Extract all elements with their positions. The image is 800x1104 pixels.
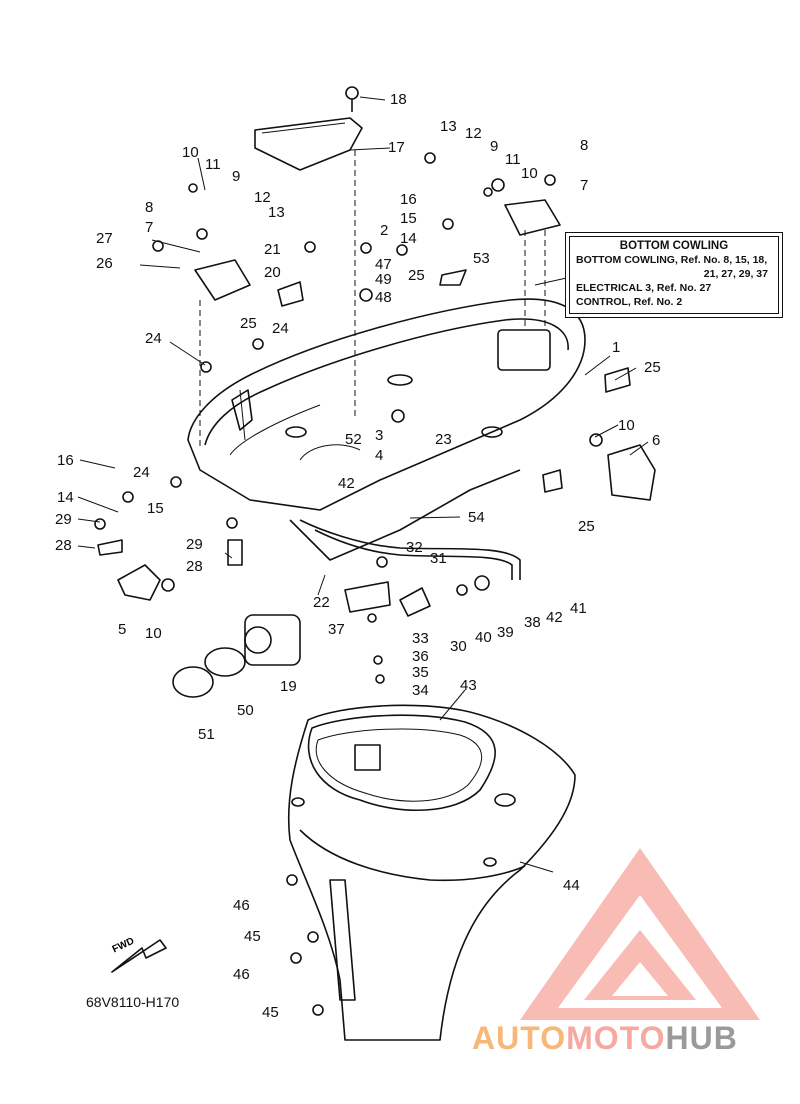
callout-35: 35: [412, 664, 429, 681]
callout-22: 22: [313, 594, 330, 611]
callout-20: 20: [264, 264, 281, 281]
callout-46: 46: [233, 966, 250, 983]
callout-47: 47: [375, 256, 392, 273]
callout-45: 45: [244, 928, 261, 945]
callout-9: 9: [232, 168, 240, 185]
callout-18: 18: [390, 91, 407, 108]
callout-12: 12: [254, 189, 271, 206]
callout-44: 44: [563, 877, 580, 894]
callout-34: 34: [412, 682, 429, 699]
callout-28: 28: [186, 558, 203, 575]
callout-29: 29: [186, 536, 203, 553]
callout-42: 42: [338, 475, 355, 492]
callout-12: 12: [465, 125, 482, 142]
callout-53: 53: [473, 250, 490, 267]
callout-15: 15: [147, 500, 164, 517]
callout-39: 39: [497, 624, 514, 641]
callout-25: 25: [578, 518, 595, 535]
callout-36: 36: [412, 648, 429, 665]
callout-16: 16: [57, 452, 74, 469]
callout-9: 9: [490, 138, 498, 155]
callout-42: 42: [546, 609, 563, 626]
callout-45: 45: [262, 1004, 279, 1021]
legend-line-4: CONTROL, Ref. No. 2: [576, 296, 683, 308]
callout-19: 19: [280, 678, 297, 695]
callout-33: 33: [412, 630, 429, 647]
watermark-part-1: AUTO: [472, 1020, 567, 1056]
callout-15: 15: [400, 210, 417, 227]
callout-16: 16: [400, 191, 417, 208]
callout-37: 37: [328, 621, 345, 638]
callout-14: 14: [400, 230, 417, 247]
callout-10: 10: [182, 144, 199, 161]
callout-43: 43: [460, 677, 477, 694]
callout-30: 30: [450, 638, 467, 655]
callout-13: 13: [440, 118, 457, 135]
callout-52: 52: [345, 431, 362, 448]
callout-8: 8: [145, 199, 153, 216]
callout-1: 1: [612, 339, 620, 356]
callout-17: 17: [388, 139, 405, 156]
callout-48: 48: [375, 289, 392, 306]
legend-title: BOTTOM COWLING: [619, 240, 729, 252]
callout-54: 54: [468, 509, 485, 526]
callout-7: 7: [580, 177, 588, 194]
legend-box: BOTTOM COWLING BOTTOM COWLING, Ref. No. …: [565, 232, 783, 318]
callout-24: 24: [145, 330, 162, 347]
watermark-text: AUTOMOTOHUB: [472, 1020, 738, 1057]
callout-6: 6: [652, 432, 660, 449]
callout-2: 2: [380, 222, 388, 239]
callout-26: 26: [96, 255, 113, 272]
callout-11: 11: [205, 156, 221, 173]
callout-5: 5: [118, 621, 126, 638]
callout-13: 13: [268, 204, 285, 221]
legend-line-1: BOTTOM COWLING, Ref. No. 8, 15, 18,: [576, 254, 768, 266]
watermark-logo: [520, 848, 760, 1020]
callout-8: 8: [580, 137, 588, 154]
legend-line-3: ELECTRICAL 3, Ref. No. 27: [576, 282, 712, 294]
callout-29: 29: [55, 511, 72, 528]
callout-25: 25: [240, 315, 257, 332]
reference-code: 68V8110-H170: [86, 994, 180, 1010]
callout-40: 40: [475, 629, 492, 646]
callout-31: 31: [430, 550, 447, 567]
callout-46: 46: [233, 897, 250, 914]
callout-38: 38: [524, 614, 541, 631]
callout-49: 49: [375, 271, 392, 288]
callout-3: 3: [375, 427, 383, 444]
callout-21: 21: [264, 241, 281, 258]
callout-labels: 18 17 13 12 9 11 10 8 7 16 15 14 2 47 49…: [55, 91, 661, 1021]
watermark-part-2: MOTO: [566, 1020, 666, 1056]
callout-7: 7: [145, 219, 153, 236]
callout-24: 24: [133, 464, 150, 481]
callout-10: 10: [145, 625, 162, 642]
callout-25: 25: [644, 359, 661, 376]
legend-line-2: 21, 27, 29, 37: [703, 268, 768, 280]
callout-4: 4: [375, 447, 383, 464]
callout-14: 14: [57, 489, 74, 506]
callout-23: 23: [435, 431, 452, 448]
callout-51: 51: [198, 726, 215, 743]
callout-41: 41: [570, 600, 587, 617]
callout-11: 11: [505, 151, 521, 168]
callout-25: 25: [408, 267, 425, 284]
callout-10: 10: [521, 165, 538, 182]
callout-10: 10: [618, 417, 635, 434]
callout-28: 28: [55, 537, 72, 554]
callout-24: 24: [272, 320, 289, 337]
watermark-part-3: HUB: [665, 1020, 738, 1056]
callout-27: 27: [96, 230, 113, 247]
callout-32: 32: [406, 539, 423, 556]
callout-50: 50: [237, 702, 254, 719]
